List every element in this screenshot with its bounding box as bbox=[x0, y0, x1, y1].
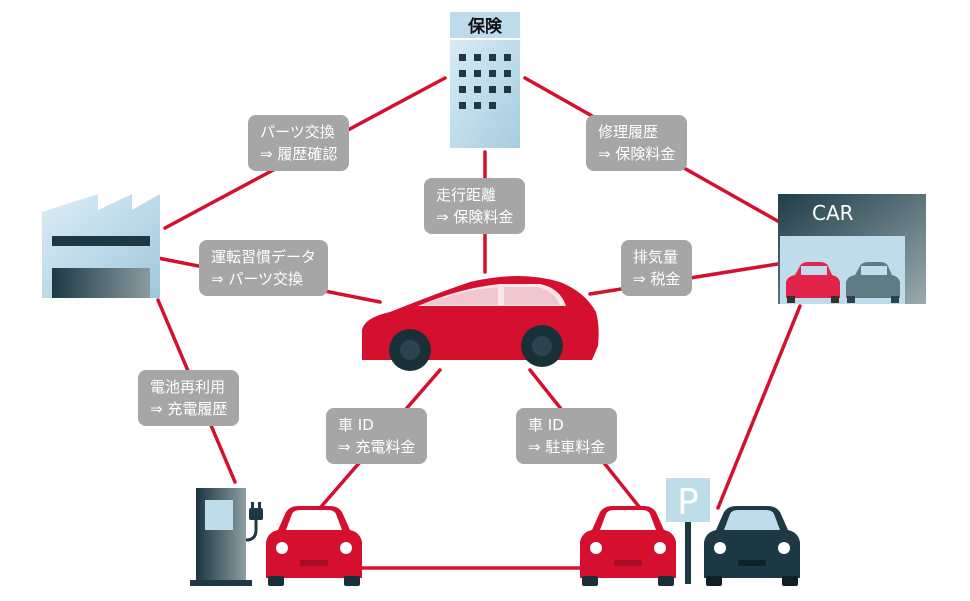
charging-car-icon bbox=[266, 506, 362, 586]
charging-station-icon bbox=[190, 488, 263, 586]
label-battery-reuse: 電池再利用 ⇒ 充電履歴 bbox=[138, 370, 240, 426]
label-car-id-parking: 車 ID ⇒ 駐車料金 bbox=[516, 408, 618, 464]
dealer-red-car-icon bbox=[786, 262, 840, 303]
parked-car-icon bbox=[580, 506, 676, 586]
dealer-gray-car-icon bbox=[846, 262, 900, 303]
line-dealer-parking bbox=[716, 304, 802, 510]
car-dealer-icon: CAR bbox=[778, 194, 926, 304]
label-emissions: 排気量 ⇒ 税金 bbox=[621, 240, 693, 296]
connected-car-icon bbox=[362, 276, 599, 371]
label-mileage: 走行距離 ⇒ 保険料金 bbox=[424, 178, 526, 234]
factory-icon bbox=[42, 194, 160, 298]
insurance-building-icon: 保険 bbox=[450, 12, 520, 148]
parked-dark-car-icon bbox=[704, 506, 800, 586]
dealer-sign: CAR bbox=[812, 201, 854, 225]
label-driving-habits: 運転習慣データ ⇒ パーツ交換 bbox=[199, 240, 329, 296]
label-parts-exchange: パーツ交換 ⇒ 履歴確認 bbox=[248, 115, 350, 171]
parking-sign-letter: P bbox=[677, 482, 699, 523]
parking-sign-icon: P bbox=[666, 478, 710, 584]
insurance-title: 保険 bbox=[467, 16, 503, 37]
label-repair-history: 修理履歴 ⇒ 保険料金 bbox=[586, 115, 688, 171]
label-car-id-charging: 車 ID ⇒ 充電料金 bbox=[326, 408, 428, 464]
